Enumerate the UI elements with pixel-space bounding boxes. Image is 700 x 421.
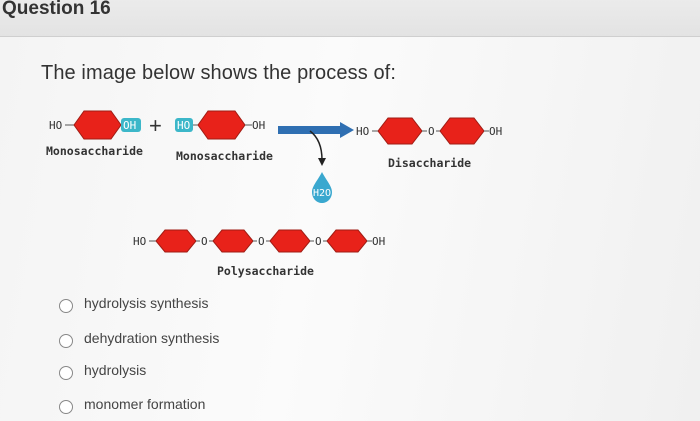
disaccharide-ho-label: HO (356, 125, 369, 138)
disaccharide-oh-label: OH (489, 125, 502, 138)
answer-label: hydrolysis (84, 362, 147, 378)
radio-button[interactable] (59, 366, 73, 380)
polysaccharide-link-2-label: O (258, 235, 265, 248)
polysaccharide-link-1-label: O (201, 235, 208, 248)
mono1-oh-highlight (121, 118, 141, 132)
radio-button[interactable] (59, 400, 73, 414)
mono2-ho-label: HO (177, 119, 190, 132)
mono2-ho-highlight (175, 118, 193, 132)
water-release-arrow (309, 130, 323, 161)
water-release-arrowhead (318, 158, 326, 166)
answer-label: dehydration synthesis (84, 330, 220, 346)
mono1-ho-label: HO (49, 119, 62, 132)
radio-button[interactable] (59, 299, 73, 313)
water-droplet-icon (312, 172, 332, 203)
polysaccharide-ho-label: HO (133, 235, 146, 248)
plus-sign: + (149, 113, 162, 138)
answer-label: hydrolysis synthesis (84, 295, 209, 311)
radio-button[interactable] (59, 334, 73, 348)
question-prompt: The image below shows the process of: (41, 62, 396, 84)
answer-label: monomer formation (84, 396, 206, 412)
mono1-caption: Monosaccharide (46, 144, 143, 158)
polysaccharide-link-3-label: O (315, 235, 322, 248)
disaccharide-caption: Disaccharide (388, 156, 471, 170)
disaccharide-o-label: O (428, 125, 435, 138)
mono1-oh-label: OH (123, 119, 136, 132)
question-number: Question 16 (2, 0, 111, 19)
water-label: H2O (313, 188, 331, 199)
mono2-caption: Monosaccharide (176, 149, 273, 163)
polysaccharide-caption: Polysaccharide (217, 264, 314, 278)
mono2-oh-label: OH (252, 119, 265, 132)
question-header: Question 16 (0, 0, 700, 37)
reaction-arrow (278, 122, 354, 138)
polysaccharide-oh-label: OH (372, 235, 385, 248)
